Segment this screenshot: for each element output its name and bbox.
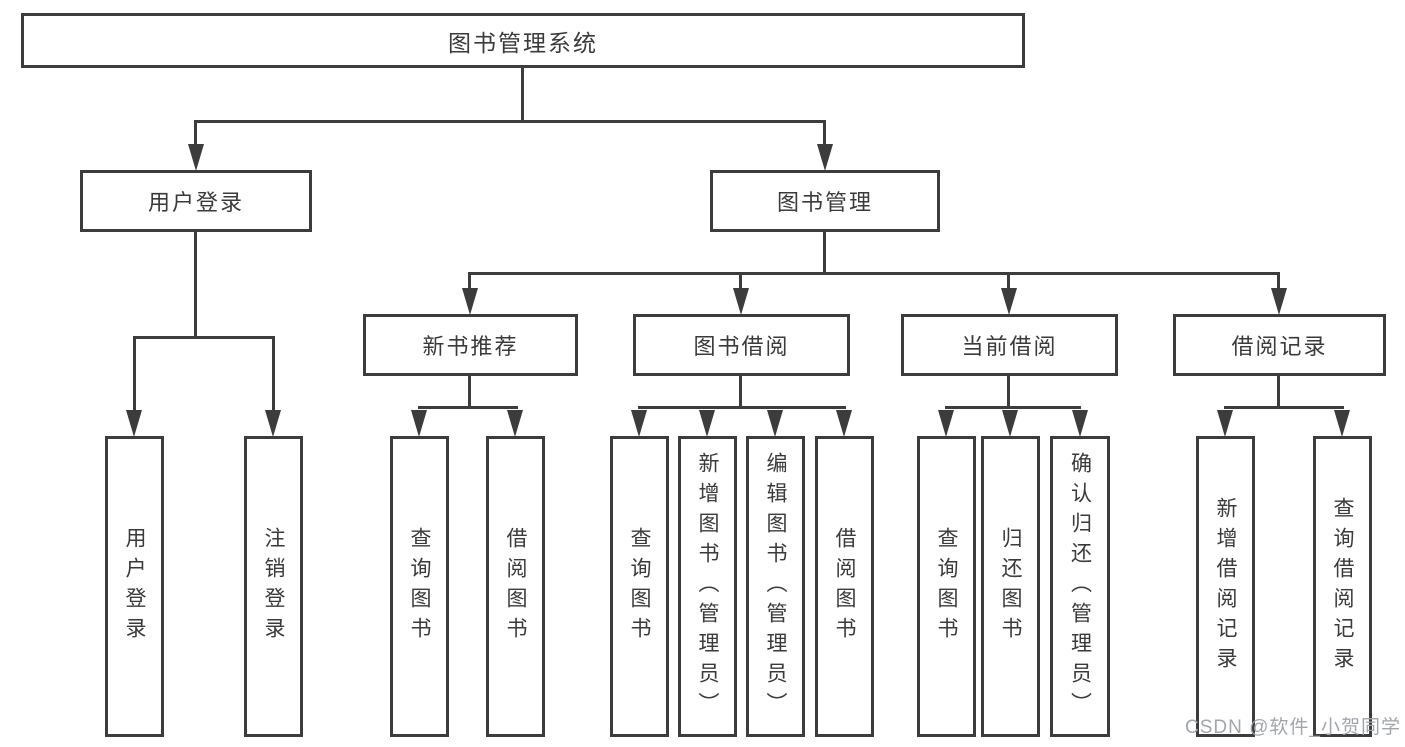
node-current-borrowing-label: 当前借阅 <box>961 334 1058 359</box>
arrowhead-down-icon <box>265 410 281 437</box>
leaf-query-books-3: 查询图书 <box>917 436 976 737</box>
arrowhead-down-icon <box>733 288 749 315</box>
connector-stem <box>1277 272 1280 290</box>
connector-current-borrowing-stem <box>1007 376 1010 408</box>
arrowhead-down-icon <box>836 410 852 437</box>
node-new-book-recommendation: 新书推荐 <box>363 314 578 376</box>
arrowhead-down-icon <box>631 410 647 437</box>
leaf-add-borrow-record-label: 新增借阅记录 <box>1214 496 1237 677</box>
connector-user-login-stem <box>194 232 197 338</box>
arrowhead-down-icon <box>1072 410 1088 437</box>
connector-bus-level2 <box>194 120 826 123</box>
node-user-login-label: 用户登录 <box>147 190 244 215</box>
watermark: CSDN @软件_小贺同学 <box>1185 717 1401 738</box>
leaf-confirm-return-admin: 确认归还（管理员） <box>1050 436 1110 737</box>
connector-stem <box>272 336 275 412</box>
connector-bus-book-borrowing <box>638 406 846 409</box>
node-book-management: 图书管理 <box>710 170 940 232</box>
leaf-borrow-books-1-label: 借阅图书 <box>504 526 527 647</box>
arrowhead-down-icon <box>411 410 427 437</box>
leaf-logout-label: 注销登录 <box>262 526 285 647</box>
connector-new-book-stem <box>468 376 471 408</box>
root-node-library-system: 图书管理系统 <box>21 13 1025 68</box>
leaf-borrow-books-1: 借阅图书 <box>486 436 545 737</box>
leaf-logout: 注销登录 <box>244 436 303 737</box>
connector-root-stem <box>521 68 524 122</box>
arrowhead-down-icon <box>1001 288 1017 315</box>
node-current-borrowing: 当前借阅 <box>901 314 1118 376</box>
leaf-borrow-books-2: 借阅图书 <box>815 436 874 737</box>
arrowhead-down-icon <box>767 410 783 437</box>
connector-bus-new-book <box>418 406 518 409</box>
leaf-confirm-return-admin-label: 确认归还（管理员） <box>1068 451 1092 722</box>
connector-stem <box>468 272 471 290</box>
leaf-query-books-2-label: 查询图书 <box>628 526 651 647</box>
leaf-edit-books-admin: 编辑图书（管理员） <box>746 436 805 737</box>
connector-stem <box>133 336 136 412</box>
leaf-query-books-3-label: 查询图书 <box>935 526 958 647</box>
arrowhead-down-icon <box>817 144 833 171</box>
connector-book-management-stem <box>823 232 826 274</box>
connector-book-borrowing-stem <box>739 376 742 408</box>
leaf-return-books-label: 归还图书 <box>999 526 1022 647</box>
arrowhead-down-icon <box>1217 410 1233 437</box>
connector-stem <box>1007 272 1010 290</box>
arrowhead-down-icon <box>1271 288 1287 315</box>
connector-bus-user-login <box>133 336 275 339</box>
leaf-query-books-1: 查询图书 <box>390 436 449 737</box>
leaf-borrow-books-2-label: 借阅图书 <box>833 526 856 647</box>
arrowhead-down-icon <box>507 410 523 437</box>
leaf-edit-books-admin-label: 编辑图书（管理员） <box>764 451 787 722</box>
leaf-user-login-label: 用户登录 <box>123 526 146 647</box>
connector-bus-current-borrowing <box>945 406 1081 409</box>
leaf-query-borrow-record-label: 查询借阅记录 <box>1331 496 1354 677</box>
connector-borrowing-records-stem <box>1277 376 1280 408</box>
connector-stem <box>823 120 826 146</box>
leaf-query-borrow-record: 查询借阅记录 <box>1313 436 1372 737</box>
leaf-query-books-1-label: 查询图书 <box>408 526 431 647</box>
arrowhead-down-icon <box>1002 410 1018 437</box>
arrowhead-down-icon <box>462 288 478 315</box>
arrowhead-down-icon <box>699 410 715 437</box>
connector-stem <box>739 272 742 290</box>
leaf-return-books: 归还图书 <box>981 436 1040 737</box>
arrowhead-down-icon <box>188 144 204 171</box>
arrowhead-down-icon <box>938 410 954 437</box>
connector-stem <box>194 120 197 146</box>
node-book-borrowing-label: 图书借阅 <box>693 334 790 359</box>
leaf-query-books-2: 查询图书 <box>610 436 669 737</box>
node-borrowing-records: 借阅记录 <box>1173 314 1386 376</box>
connector-bus-borrowing-records <box>1224 406 1344 409</box>
node-new-book-recommendation-label: 新书推荐 <box>422 334 519 359</box>
node-user-login: 用户登录 <box>80 170 312 232</box>
root-node-label: 图书管理系统 <box>448 29 598 56</box>
arrowhead-down-icon <box>126 410 142 437</box>
leaf-add-books-admin-label: 新增图书（管理员） <box>696 451 719 722</box>
node-borrowing-records-label: 借阅记录 <box>1231 334 1328 359</box>
leaf-add-books-admin: 新增图书（管理员） <box>678 436 737 737</box>
leaf-add-borrow-record: 新增借阅记录 <box>1196 436 1255 737</box>
node-book-management-label: 图书管理 <box>776 190 873 215</box>
arrowhead-down-icon <box>1334 410 1350 437</box>
connector-bus-level3 <box>468 272 1280 275</box>
leaf-user-login: 用户登录 <box>105 436 164 737</box>
node-book-borrowing: 图书借阅 <box>633 314 850 376</box>
